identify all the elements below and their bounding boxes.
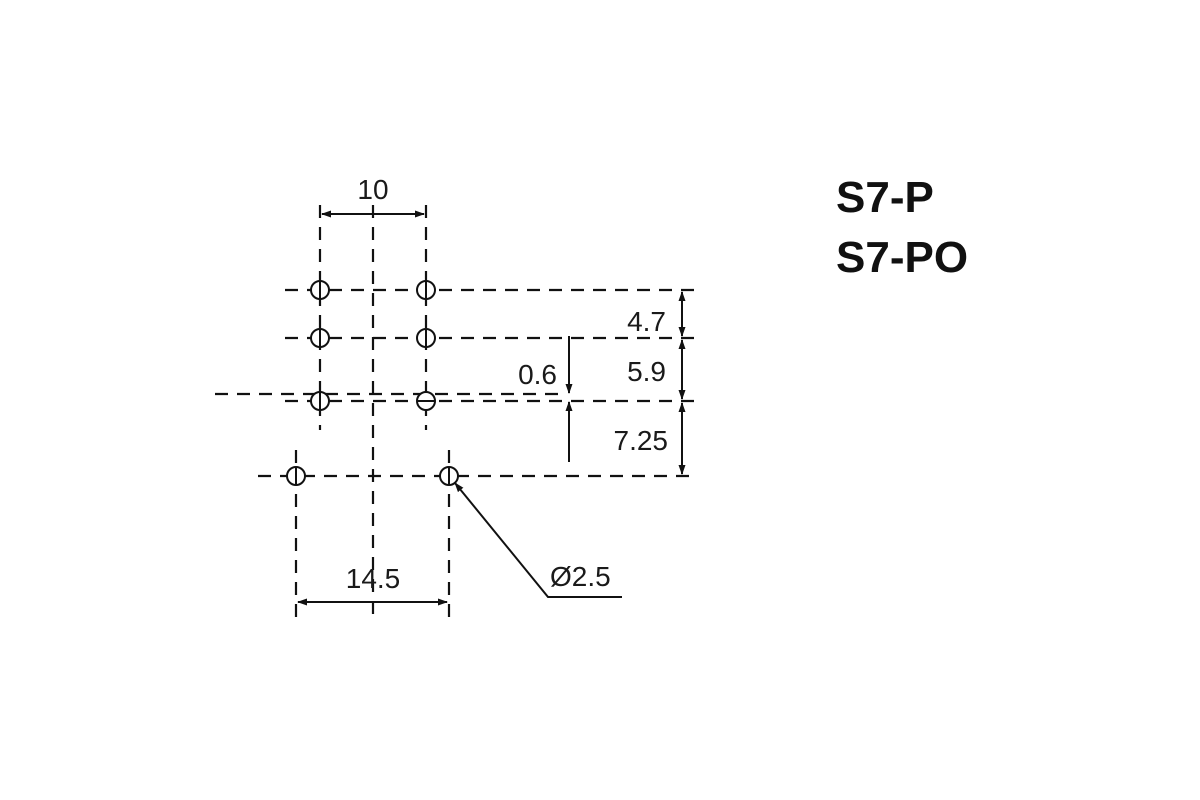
dim-4.7-label: 4.7 [627,306,666,337]
hole-r1-right [416,280,436,300]
dim-5.9-label: 5.9 [627,356,666,387]
hole-r4-left [286,466,306,486]
hole-r3-left [310,391,330,411]
hole-r2-right [416,328,436,348]
dim-7.25-label: 7.25 [614,425,669,456]
hole-r2-left [310,328,330,348]
diameter-label: Ø2.5 [550,561,611,592]
dim-0.6-label: 0.6 [518,359,557,390]
model-names: S7-P S7-PO [836,168,968,288]
hole-r4-right [439,466,459,486]
hole-r1-left [310,280,330,300]
model-name-1: S7-P [836,173,934,222]
hole-r3-right [416,391,436,411]
diameter-leader [454,482,622,598]
dim-10-label: 10 [357,174,388,205]
dim-14.5-label: 14.5 [346,563,401,594]
model-name-2: S7-PO [836,233,969,282]
